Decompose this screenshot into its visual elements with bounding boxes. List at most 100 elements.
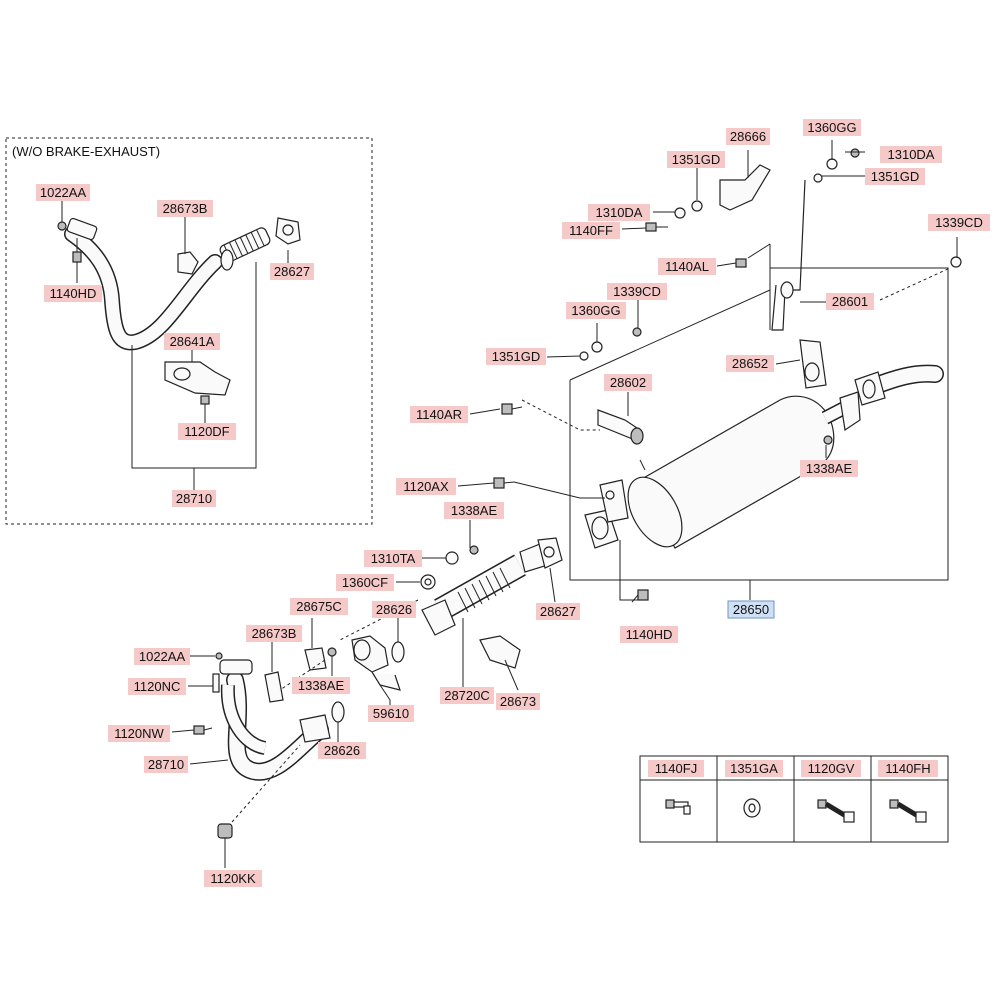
svg-text:28650: 28650 [733, 602, 769, 617]
callout-1140ff[interactable]: 1140FF [562, 222, 620, 239]
callout-1120ax[interactable]: 1120AX [396, 478, 456, 495]
callout-28641a[interactable]: 28641A [164, 333, 220, 350]
inset-nut-icon [57, 221, 67, 231]
bracket-28666-icon [719, 164, 771, 211]
callout-28675c[interactable]: 28675C [290, 598, 348, 615]
callout-1351gd[interactable]: 1351GD [667, 151, 725, 168]
bolt-1120gv-icon [817, 799, 855, 823]
callout-1310da-b[interactable]: 1310DA [588, 204, 650, 221]
svg-text:1351GD: 1351GD [492, 349, 540, 364]
callout-1022aa-b[interactable]: 1022AA [134, 648, 190, 665]
svg-text:1120NC: 1120NC [134, 679, 181, 694]
svg-text:1351GD: 1351GD [871, 169, 919, 184]
main-fasteners-icon [493, 148, 962, 603]
bracket-28673-icon [479, 635, 521, 669]
callout-1338ae-b[interactable]: 1338AE [444, 502, 504, 519]
svg-text:1140HD: 1140HD [626, 627, 673, 642]
callout-28673[interactable]: 28673 [496, 693, 540, 710]
callout-28673b[interactable]: 28673B [157, 200, 213, 217]
callout-1022aa[interactable]: 1022AA [36, 184, 90, 201]
callout-1338ae[interactable]: 1338AE [800, 460, 858, 477]
svg-text:1339CD: 1339CD [613, 284, 661, 299]
svg-text:28720C: 28720C [444, 688, 490, 703]
washer-1360cf-icon [420, 574, 436, 590]
svg-text:28710: 28710 [148, 757, 184, 772]
svg-text:1140FH: 1140FH [885, 761, 930, 776]
callout-28627[interactable]: 28627 [270, 263, 314, 280]
callout-1360gg-b[interactable]: 1360GG [566, 302, 626, 319]
svg-text:1120DF: 1120DF [184, 424, 229, 439]
svg-text:1338AE: 1338AE [298, 678, 345, 693]
svg-text:28601: 28601 [832, 294, 868, 309]
part-callouts: 1022AA 28673B 28627 1140HD 28641A 1120DF… [36, 119, 990, 887]
callout-1360gg[interactable]: 1360GG [803, 119, 861, 136]
svg-text:1351GA: 1351GA [730, 761, 778, 776]
table-header-1351ga: 1351GA [725, 760, 783, 777]
bolt-1140fh-icon [889, 799, 927, 823]
svg-text:28673: 28673 [500, 694, 536, 709]
svg-text:1140FF: 1140FF [569, 223, 613, 238]
callout-1140hd[interactable]: 1140HD [44, 285, 102, 302]
callout-59610[interactable]: 59610 [368, 705, 414, 722]
callout-28666[interactable]: 28666 [726, 128, 770, 145]
inset-panel: (W/O BRAKE-EXHAUST) [5, 137, 373, 525]
svg-text:28627: 28627 [274, 264, 310, 279]
svg-text:1140FJ: 1140FJ [655, 761, 697, 776]
tail-pipe-icon [821, 364, 944, 432]
callout-1339cd-b[interactable]: 1339CD [607, 283, 667, 300]
callout-28652[interactable]: 28652 [726, 355, 774, 372]
callout-1120kk[interactable]: 1120KK [204, 870, 262, 887]
nut-1310ta-icon [445, 545, 479, 565]
callout-1120nw[interactable]: 1120NW [108, 725, 170, 742]
callout-28627-b[interactable]: 28627 [536, 603, 580, 620]
bolt-1140fj-icon [665, 799, 691, 815]
callout-28720c[interactable]: 28720C [440, 687, 494, 704]
callout-1310da[interactable]: 1310DA [880, 146, 942, 163]
callout-1339cd[interactable]: 1339CD [928, 214, 990, 231]
svg-text:28641A: 28641A [170, 334, 215, 349]
callout-28601[interactable]: 28601 [826, 293, 874, 310]
muffler-body-icon [627, 395, 835, 549]
callout-28710[interactable]: 28710 [172, 490, 216, 507]
svg-text:1360GG: 1360GG [571, 303, 620, 318]
flex-pipe-28720c-icon [421, 541, 549, 636]
inset-front-pipe-icon [64, 217, 271, 351]
svg-text:1120GV: 1120GV [808, 761, 855, 776]
muffler-assembly [457, 140, 962, 603]
svg-text:1339CD: 1339CD [935, 215, 983, 230]
svg-text:28626: 28626 [324, 743, 360, 758]
svg-text:28626: 28626 [376, 602, 412, 617]
svg-text:1120NW: 1120NW [114, 726, 164, 741]
svg-text:28675C: 28675C [296, 599, 342, 614]
gasket-28627-b-icon [537, 537, 563, 569]
bracket-28675c-icon [304, 647, 327, 671]
front-pipe-28710-icon [219, 659, 331, 781]
callout-1351gd-c[interactable]: 1351GD [486, 348, 546, 365]
callout-28650[interactable]: 28650 [727, 600, 775, 619]
callout-1310ta[interactable]: 1310TA [364, 550, 422, 567]
callout-28673b-b[interactable]: 28673B [246, 625, 302, 642]
svg-text:1310DA: 1310DA [596, 205, 643, 220]
callout-1140ar[interactable]: 1140AR [410, 406, 468, 423]
svg-text:28627: 28627 [540, 604, 576, 619]
svg-text:28673B: 28673B [252, 626, 297, 641]
svg-text:1140AR: 1140AR [416, 407, 462, 422]
svg-text:1310DA: 1310DA [888, 147, 935, 162]
callout-28626-b[interactable]: 28626 [318, 742, 366, 759]
inlet-flange-icon [584, 479, 629, 549]
callout-1140hd-b[interactable]: 1140HD [620, 626, 678, 643]
svg-text:1120KK: 1120KK [210, 871, 256, 886]
callout-1351gd-b[interactable]: 1351GD [865, 168, 925, 185]
callout-28710-b[interactable]: 28710 [144, 756, 188, 773]
svg-text:28710: 28710 [176, 491, 212, 506]
callout-1120df[interactable]: 1120DF [178, 423, 236, 440]
front-pipe-fasteners-icon [193, 652, 345, 839]
svg-text:1338AE: 1338AE [806, 461, 853, 476]
callout-28626[interactable]: 28626 [372, 601, 416, 618]
callout-1120nc[interactable]: 1120NC [128, 678, 186, 695]
callout-1360cf[interactable]: 1360CF [336, 574, 394, 591]
callout-1338ae-c[interactable]: 1338AE [292, 677, 350, 694]
callout-28602[interactable]: 28602 [604, 374, 652, 391]
callout-1140al[interactable]: 1140AL [658, 258, 716, 275]
